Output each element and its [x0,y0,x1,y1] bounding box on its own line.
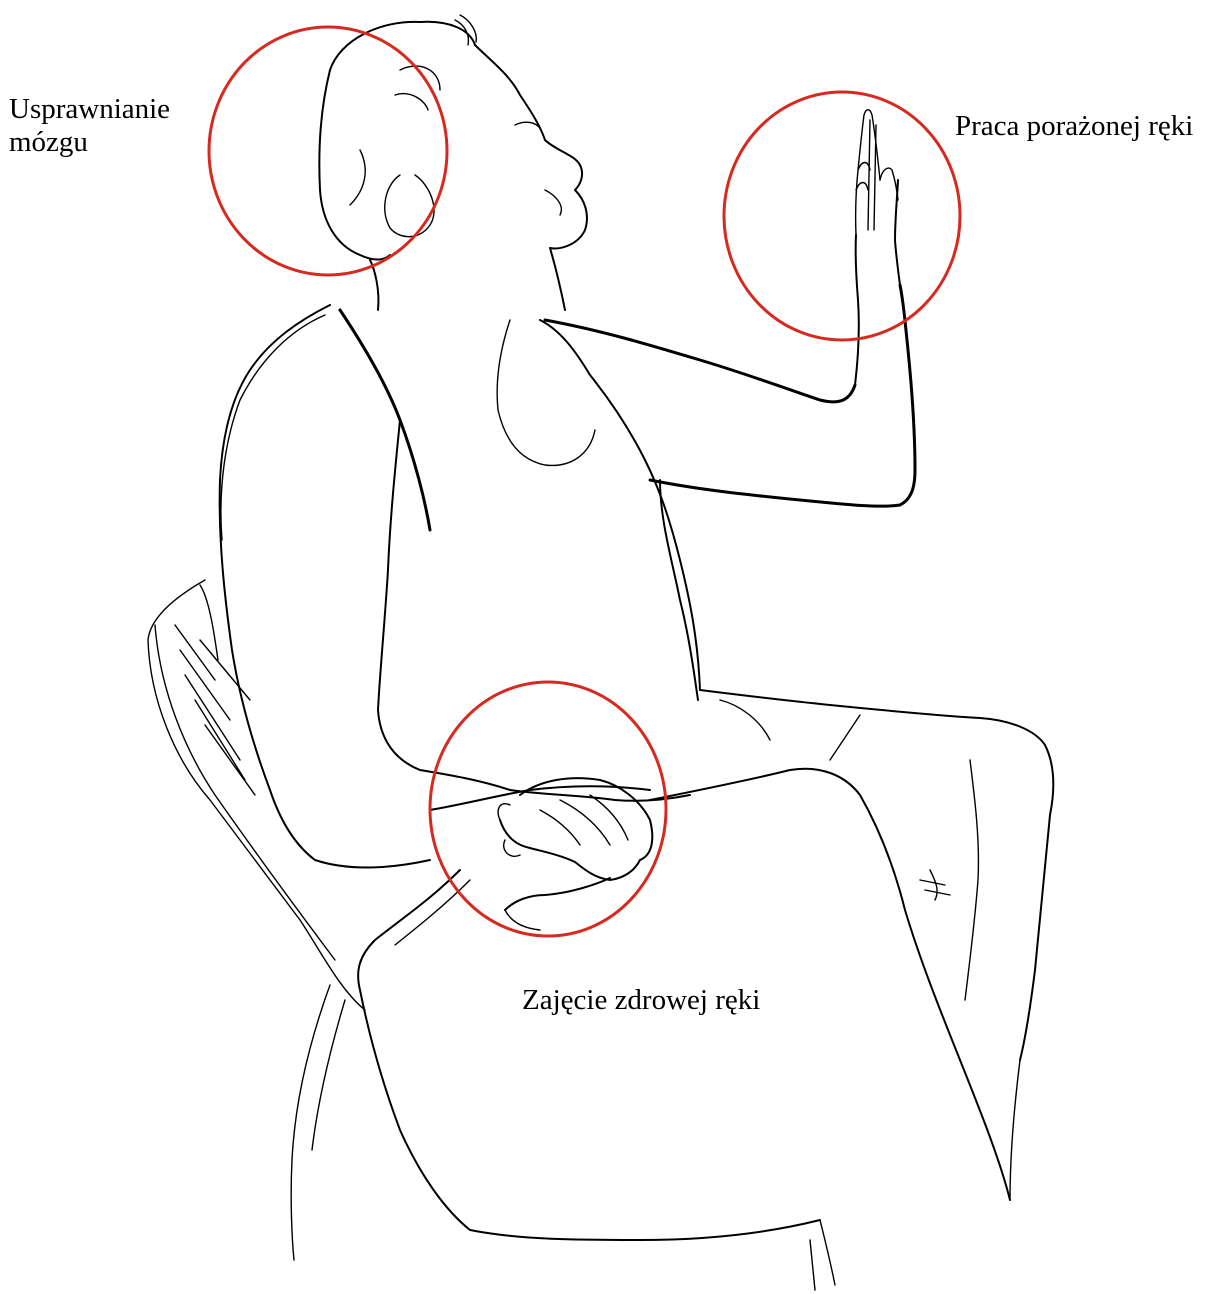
brain-highlight-circle [209,27,447,275]
label-brain-line-2: mózgu [9,126,170,159]
label-affected-hand: Praca porażonej ręki [955,110,1193,143]
label-brain-line-1: Usprawnianie [9,93,170,126]
chair-sketch [148,580,365,1260]
highlight-circles [209,27,960,936]
raised-arm-sketch [545,110,915,506]
affected-hand-highlight-circle [724,92,960,340]
label-healthy-hand: Zajęcie zdrowej ręki [522,984,760,1017]
healthy-hand-highlight-circle [430,682,666,936]
head-sketch [319,15,587,310]
label-brain-rehabilitation: Usprawnianie mózgu [9,93,170,159]
torso-sketch [220,260,700,868]
